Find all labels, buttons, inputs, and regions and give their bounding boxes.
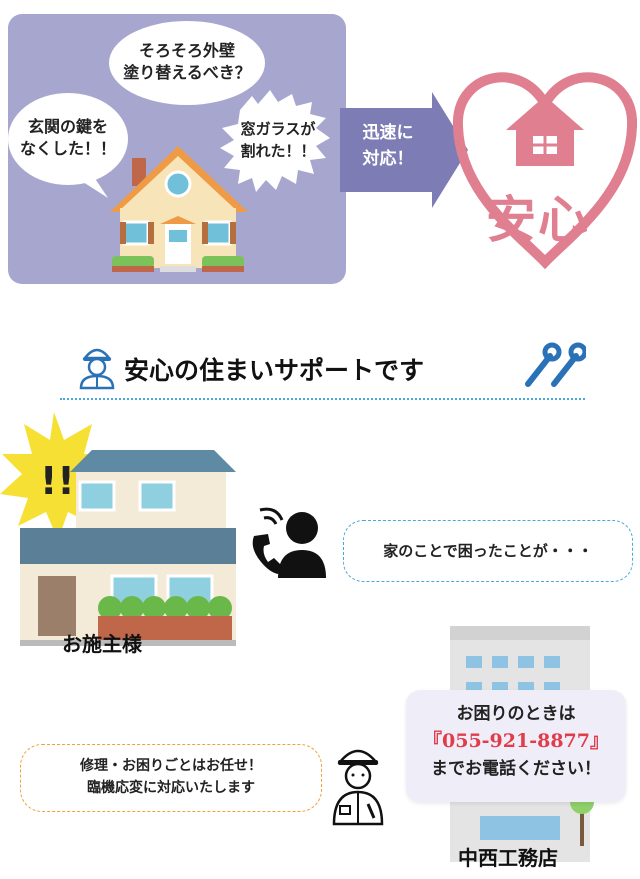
- phone-number[interactable]: 『055-921-8877』: [423, 730, 609, 752]
- arrow-text: 迅速に 対応！: [346, 120, 430, 172]
- contact-line3: までお電話ください！: [431, 759, 601, 779]
- house-illustration: [110, 146, 248, 272]
- section-divider: [60, 398, 585, 400]
- contact-line1: お困りのときは: [456, 704, 576, 724]
- repair-line2: 臨機応変に対応いたします: [87, 780, 255, 796]
- contact-card: お困りのときは 『055-921-8877』 までお電話ください！: [406, 690, 626, 802]
- repair-line1: 修理・お困りごとはお任せ！: [80, 758, 262, 774]
- worker-icon: [79, 348, 115, 390]
- bubble-glass-text: 窓ガラスが 割れた！！: [230, 118, 326, 162]
- client-house-illustration: !!: [0, 412, 236, 646]
- bubble-paint-line1: そろそろ外壁: [138, 41, 235, 60]
- client-speech-text: 家のことで困ったことが・・・: [383, 542, 593, 560]
- client-speech-bubble: 家のことで困ったことが・・・: [343, 520, 633, 582]
- arrow-shape: [340, 92, 468, 208]
- bubble-key-shape: [8, 93, 128, 185]
- bubble-paint-line2: 塗り替えるべき？: [123, 63, 251, 82]
- caller-icon: [252, 507, 326, 578]
- hero-bubbles-graphic: [8, 21, 638, 272]
- company-name: 中西工務店: [458, 846, 558, 870]
- heart-illustration: [452, 72, 638, 270]
- arrow-line1: 迅速に: [362, 123, 414, 143]
- bubble-glass-shape: [220, 90, 330, 192]
- arrow-line2: 対応！: [362, 149, 414, 169]
- wrench-icon: [525, 342, 586, 387]
- client-label: お施主様: [62, 632, 142, 656]
- anshin-label: 安心: [486, 190, 590, 249]
- bubble-glass-line1: 窓ガラスが: [240, 120, 316, 138]
- repair-worker-icon: [332, 749, 384, 826]
- bubble-key-line2: なくした！！: [19, 139, 116, 158]
- repair-speech-bubble: 修理・お困りごとはお任せ！ 臨機応変に対応いたします: [20, 744, 322, 812]
- bubble-paint-shape: [109, 21, 265, 105]
- bubble-paint-text: そろそろ外壁 塗り替えるべき？: [112, 40, 262, 84]
- svg-text:!!: !!: [40, 459, 75, 503]
- bubble-glass-line2: 割れた！！: [240, 142, 316, 160]
- bubble-key-line1: 玄関の鍵を: [27, 117, 108, 136]
- bubble-key-text: 玄関の鍵を なくした！！: [12, 116, 124, 160]
- section-title: 安心の住まいサポートです: [124, 356, 425, 385]
